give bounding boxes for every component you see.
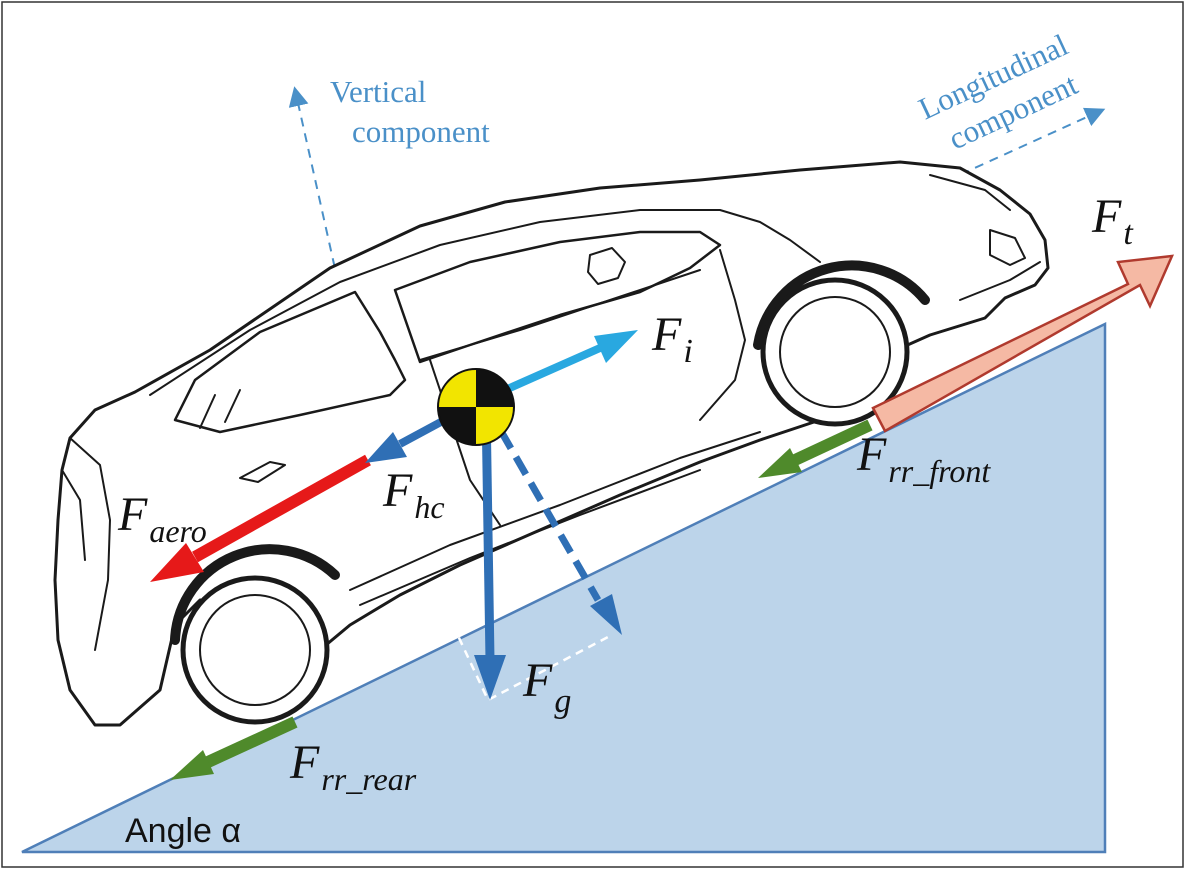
traction-force-sub: t [1123,215,1134,252]
traction-force-main: F [1091,190,1122,243]
hill-climbing-force-main: F [382,464,413,517]
gravity-force-sub: g [554,683,571,720]
vertical-component-label-line1: Vertical [330,74,426,109]
rolling-front-force-label: Frr_front [856,428,991,489]
aero-force-label: Faero [117,488,207,549]
aerodynamic-drag-arrow [150,454,371,582]
rolling-front-force-sub: rr_front [888,453,991,489]
rolling-resistance-rear-arrow [170,716,298,780]
hill-climbing-force-label: Fhc [382,464,445,525]
front-wheel [760,277,910,427]
incline-angle-label: Angle α [125,812,241,850]
rolling-rear-force-label: Frr_rear [289,736,417,797]
inertia-force-label: Fi [651,308,693,370]
traction-force-label: Ft [1091,190,1134,252]
vertical-component-label-line2: component [352,114,490,149]
rolling-rear-force-sub: rr_rear [321,761,416,797]
gravity-force-arrow [474,404,506,700]
gravity-normal-component-arrow [482,403,622,635]
aero-force-sub: aero [149,513,206,549]
hill-climbing-force-sub: hc [414,489,444,525]
rolling-rear-force-main: F [289,736,320,789]
traction-force-arrow [871,254,1175,433]
inertia-force-sub: i [683,333,692,370]
inertia-force-main: F [651,308,682,361]
gravity-force-main: F [522,654,553,707]
aero-force-main: F [117,488,148,541]
center-of-gravity-marker [437,368,515,446]
gravity-decomposition-guides [451,624,609,702]
rolling-resistance-front-arrow [758,419,873,478]
rolling-front-force-main: F [856,428,887,481]
gravity-force-label: Fg [522,654,571,720]
rear-wheel [180,575,330,725]
